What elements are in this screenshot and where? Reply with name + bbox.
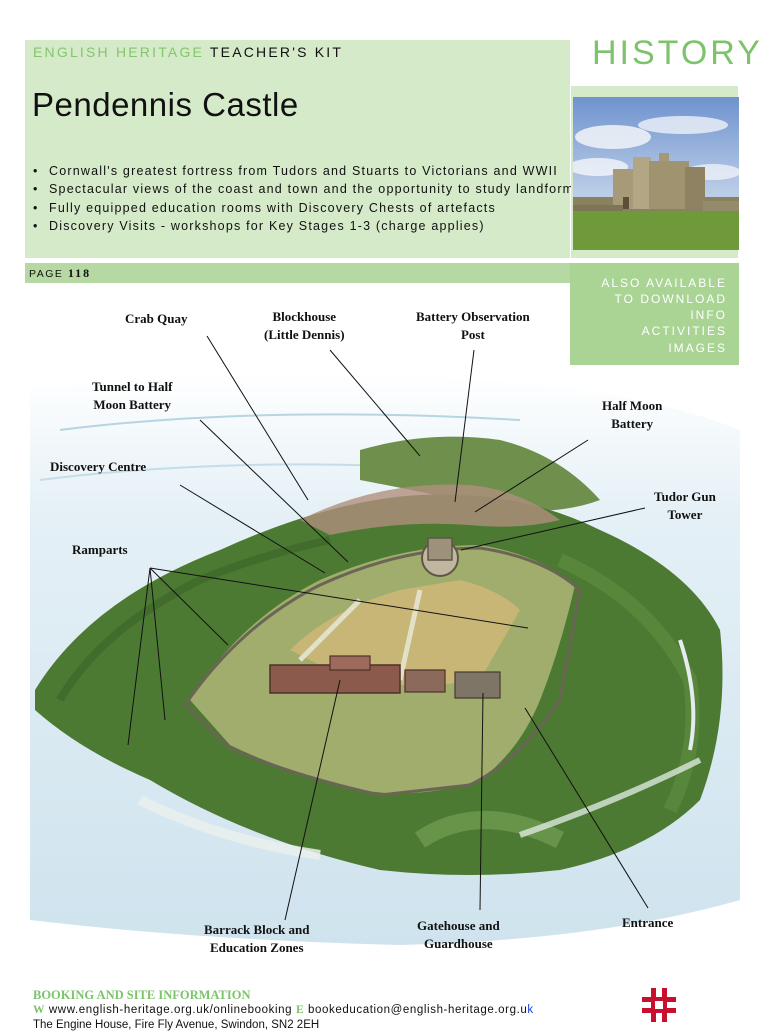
feature-item: Cornwall's greatest fortress from Tudors…: [33, 162, 582, 181]
english-heritage-logo-icon: [642, 988, 676, 1022]
booking-heading: BOOKING AND SITE INFORMATION: [33, 988, 251, 1002]
label-crab-quay: Crab Quay: [125, 311, 188, 326]
label-blockhouse-line1: Blockhouse: [272, 309, 337, 324]
email-link[interactable]: bookeducation@english-heritage.org.uk: [308, 1004, 534, 1016]
label-battery-obs-line1: Battery Observation: [416, 309, 530, 324]
download-link-images[interactable]: IMAGES: [668, 341, 727, 355]
label-tunnel-line2: Moon Battery: [93, 397, 172, 412]
label-blockhouse: Blockhouse (Little Dennis): [264, 308, 345, 344]
label-discovery-centre: Discovery Centre: [50, 459, 147, 474]
page-label: PAGE: [29, 268, 64, 280]
postal-address: The Engine House, Fire Fly Avenue, Swind…: [33, 1019, 320, 1031]
label-ramparts: Ramparts: [72, 542, 128, 557]
label-battery-observation-post: Battery Observation Post: [416, 308, 530, 344]
website-label: W: [33, 1004, 46, 1016]
download-link-activities[interactable]: ACTIVITIES: [641, 324, 727, 338]
label-blockhouse-line2: (Little Dennis): [264, 327, 345, 342]
feature-item: Spectacular views of the coast and town …: [33, 180, 582, 199]
download-heading-line2: TO DOWNLOAD: [614, 292, 727, 306]
page-bar: PAGE 118: [25, 263, 570, 283]
label-barrack-line2: Education Zones: [209, 940, 304, 955]
label-gatehouse: Gatehouse and Guardhouse: [417, 917, 500, 953]
download-panel: ALSO AVAILABLE TO DOWNLOAD INFO ACTIVITI…: [570, 263, 739, 365]
website-link[interactable]: www.english-heritage.org.uk/onlinebookin…: [48, 1004, 293, 1016]
label-tunnel: Tunnel to Half Moon Battery: [92, 378, 172, 414]
label-half-moon-line1: Half Moon: [602, 398, 663, 413]
label-tudor-gun-line1: Tudor Gun: [654, 489, 716, 504]
feature-item: Discovery Visits - workshops for Key Sta…: [33, 217, 582, 236]
page-indicator: PAGE 118: [29, 266, 91, 281]
email-label: E: [295, 1004, 305, 1016]
brand-name: ENGLISH HERITAGE: [33, 44, 205, 60]
label-tudor-gun-line2: Tower: [667, 507, 703, 522]
kit-name: TEACHER'S KIT: [209, 44, 344, 60]
page-number: 118: [67, 266, 92, 280]
label-gatehouse-line2: Guardhouse: [424, 936, 493, 951]
label-gatehouse-line1: Gatehouse and: [417, 918, 500, 933]
download-heading-line1: ALSO AVAILABLE: [601, 276, 727, 290]
label-tudor-gun-tower: Tudor Gun Tower: [654, 488, 716, 524]
email-main: bookeducation@english-heritage.org.u: [308, 1004, 528, 1016]
header-panel: ENGLISH HERITAGE TEACHER'S KIT Pendennis…: [25, 40, 581, 258]
feature-item: Fully equipped education rooms with Disc…: [33, 199, 582, 218]
label-tunnel-line1: Tunnel to Half: [92, 379, 173, 394]
feature-list: Cornwall's greatest fortress from Tudors…: [33, 162, 582, 235]
email-tail: k: [527, 1004, 534, 1016]
label-half-moon-line2: Battery: [611, 416, 654, 431]
label-barrack-line1: Barrack Block and: [204, 922, 310, 937]
castle-aerial-illustration: Crab Quay Blockhouse (Little Dennis) Bat…: [0, 280, 768, 980]
category-heading: HISTORY: [592, 34, 763, 72]
castle-photo: [573, 97, 739, 250]
label-entrance: Entrance: [622, 915, 674, 930]
kit-line: ENGLISH HERITAGE TEACHER'S KIT: [33, 44, 343, 60]
label-battery-obs-line2: Post: [460, 327, 485, 342]
label-half-moon-battery: Half Moon Battery: [602, 397, 662, 433]
contact-line: W www.english-heritage.org.uk/onlinebook…: [33, 1004, 534, 1016]
label-barrack-block: Barrack Block and Education Zones: [204, 921, 309, 957]
page-title: Pendennis Castle: [32, 86, 299, 123]
download-link-info[interactable]: INFO: [690, 308, 727, 322]
